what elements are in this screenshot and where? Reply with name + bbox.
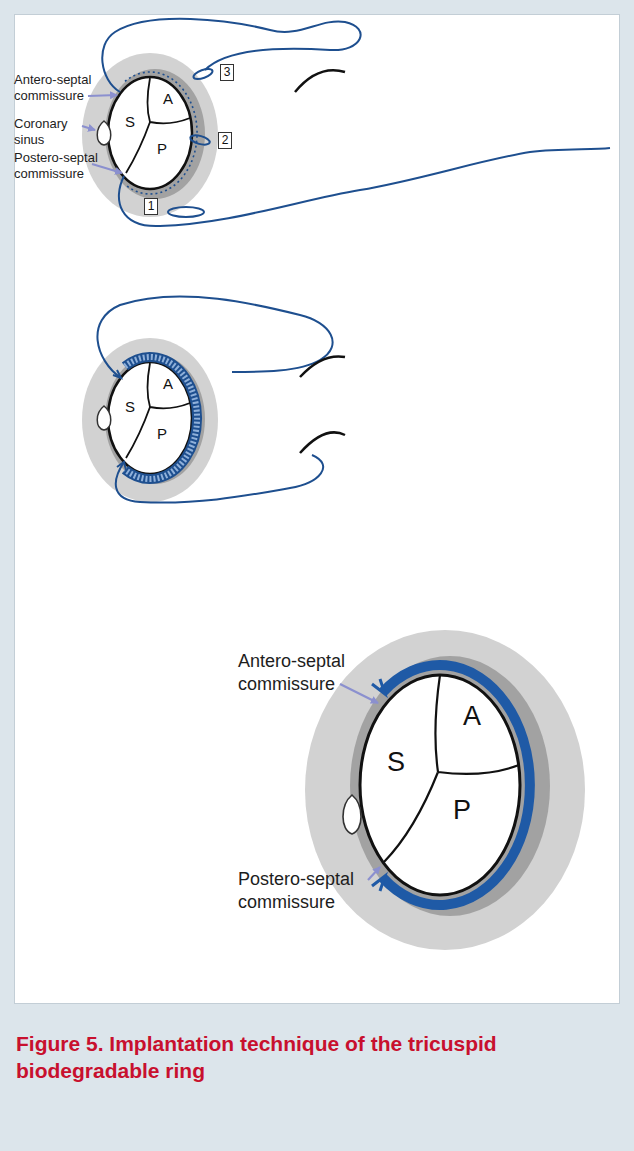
structure-label: Coronary sinus	[14, 116, 84, 149]
callout-box: 3	[220, 64, 235, 81]
callout-box: 1	[144, 198, 159, 215]
commissure-label: Antero-septal commissure	[14, 72, 102, 105]
leaflet-letter: S	[387, 749, 405, 776]
leaflet-letter: S	[125, 399, 135, 414]
leaflet-letter: A	[163, 91, 173, 106]
commissure-label: Antero-septal commissure	[238, 650, 380, 695]
callout-box: 2	[218, 132, 233, 149]
callout-number: 2	[222, 133, 229, 148]
leaflet-letter: S	[125, 114, 135, 129]
leaflet-letter: P	[453, 797, 471, 824]
callout-number: 1	[148, 199, 155, 214]
callout-number: 3	[224, 65, 231, 80]
leaflet-letter: P	[157, 426, 167, 441]
commissure-label: Postero-septal commissure	[238, 868, 370, 913]
figure-caption: Figure 5. Implantation technique of the …	[16, 1030, 596, 1085]
leaflet-letter: A	[163, 376, 173, 391]
leaflet-letter: P	[157, 141, 167, 156]
leaflet-letter: A	[463, 703, 481, 730]
commissure-label: Postero-septal commissure	[14, 150, 104, 183]
